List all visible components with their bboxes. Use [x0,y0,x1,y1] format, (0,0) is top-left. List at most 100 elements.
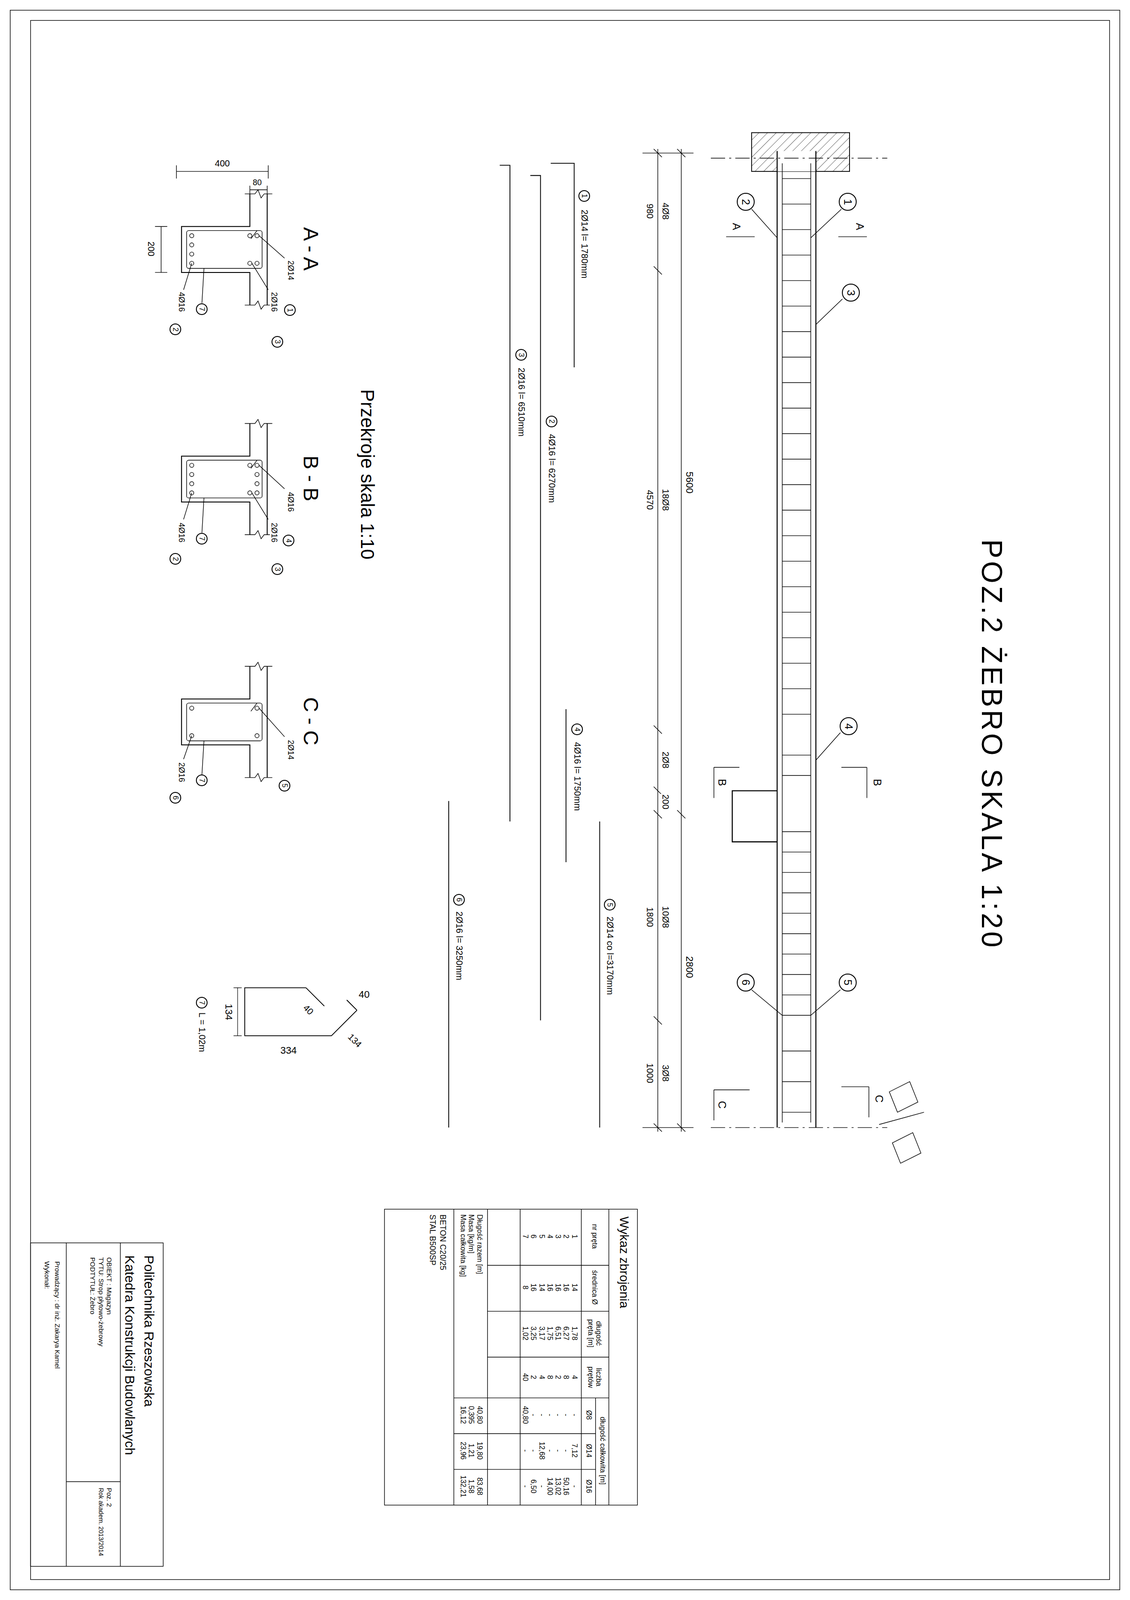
callout-text: 4 [284,538,293,543]
callout-number: 5 [838,973,857,992]
section-title: A - A [299,226,323,272]
title-block-text: Rok akadem. 2013/2014 [97,1486,105,1557]
table-cell: - [545,1448,554,1452]
table-cell: - [569,1484,578,1488]
dimension: 980 [644,203,655,219]
callout-number: 5 [603,898,616,911]
callout-text: 3 [273,339,281,344]
dimension: 1000 [644,1062,655,1084]
table-cell: 1 [569,1233,578,1239]
bar-label: 2Ø14 co l=3170mm [604,915,616,995]
callout-number: 3 [515,348,527,361]
table-cell: 1,78 [569,1325,578,1341]
title-block-grid [30,1242,163,1567]
dimension: 5600 [683,471,696,494]
dimension: 134 [345,1031,365,1050]
table-cell: - [537,1484,546,1488]
stirrup-shape [233,987,357,1036]
table-header: średnica Ø [590,1269,599,1306]
table-cell: 3,25 [529,1325,538,1341]
callout-text: 3 [517,352,525,357]
callout-text: 2 [171,327,179,332]
section-letter: B [870,778,884,787]
callout-text: 6 [171,795,179,800]
stirrup-count: 4Ø8 [659,202,671,221]
callout-text: 7 [198,536,206,541]
stirrup-count: 3Ø8 [659,1064,671,1083]
table-cell: 6,51 [553,1325,562,1341]
callout-text: 6 [455,897,463,902]
table-cell: 132,21 [458,1474,468,1498]
title-block-text: PODTYTUŁ: Żebro [89,1256,97,1315]
section-letter: C [715,1100,729,1109]
table-title: Wykaz zbrojenia [616,1215,632,1309]
callout-number: 4 [839,717,858,735]
table-cell: 13,02 [553,1476,562,1496]
stirrup-count: 2Ø8 [659,751,671,769]
dimension: 134 [222,1002,234,1021]
table-cell: 16 [561,1282,570,1292]
table-cell: 16 [553,1282,562,1292]
sheet-heading: Przekroje skala 1:10 [356,388,379,561]
sheet-title: POZ.2 ŻEBRO SKALA 1:20 [974,538,1008,951]
table-cell: 83,68 [475,1476,484,1496]
dimension: 2800 [683,955,696,979]
table-cell: 16 [545,1282,554,1292]
callout-text: 4 [573,727,581,732]
institution: Katedra Konstrukcji Budowlanych [121,1254,138,1456]
dimension: 400 [214,157,230,169]
cross-sections [155,165,285,782]
section-letter: A [853,222,867,231]
table-cell: - [553,1448,562,1452]
table-cell: 14,00 [545,1476,554,1496]
callout-text: 3 [273,567,281,572]
material-note: BETON C20/25 [437,1213,448,1271]
dimension: 4570 [644,489,655,511]
callout-text: 7 [198,306,206,311]
table-cell: 16,12 [458,1405,468,1424]
rebar-label: 4Ø16 [177,522,187,543]
dimension: 40 [300,1002,316,1017]
table-cell: 7,12 [569,1443,578,1458]
callout-number: 2 [169,552,182,565]
section-letter: B [715,778,729,787]
section-title: B - B [299,454,323,502]
table-cell: - [545,1413,554,1417]
table-cell: 8 [561,1374,570,1380]
callout-number: 4 [282,534,295,547]
rebar-label: 4Ø16 [285,491,296,513]
table-cell: 4 [545,1233,554,1239]
bar-label: 4Ø16 l= 1750mm [572,741,583,812]
callout-number: 2 [545,415,558,428]
rebar-label: 2Ø14 [285,259,296,281]
callout-text: 1 [286,308,294,313]
callout-number: 7 [195,532,208,545]
dimension: 200 [659,793,671,810]
callout-number: 7 [195,774,208,786]
callout-text: 4 [843,723,854,730]
table-cell: 40,80 [475,1405,484,1424]
table-cell: 4 [537,1374,546,1380]
table-cell: 1,02 [521,1325,530,1341]
table-header: długość pręta [m] [586,1312,604,1354]
table-cell: - [529,1448,538,1452]
table-cell: 2 [553,1374,562,1380]
table-cell: - [561,1448,570,1452]
title-block-text: Wykonał: [42,1260,51,1290]
table-header: Ø16 [584,1478,593,1494]
table-header: Ø8 [584,1409,593,1420]
table-cell: 14 [537,1282,546,1292]
callout-text: 5 [606,902,614,907]
table-row-head: Masa całkowita [kg] [458,1213,468,1278]
section-letter: C [873,1094,886,1103]
callout-number: 6 [453,893,465,906]
callout-number: 2 [736,192,755,211]
callout-text: 7 [198,1000,206,1005]
rebar-label: 2Ø16 [269,291,280,313]
callout-text: 2 [171,556,179,561]
callout-number: 2 [169,323,182,336]
table-cell: 7 [521,1233,530,1239]
callout-text: 2 [548,419,556,424]
callout-number: 1 [284,304,296,316]
